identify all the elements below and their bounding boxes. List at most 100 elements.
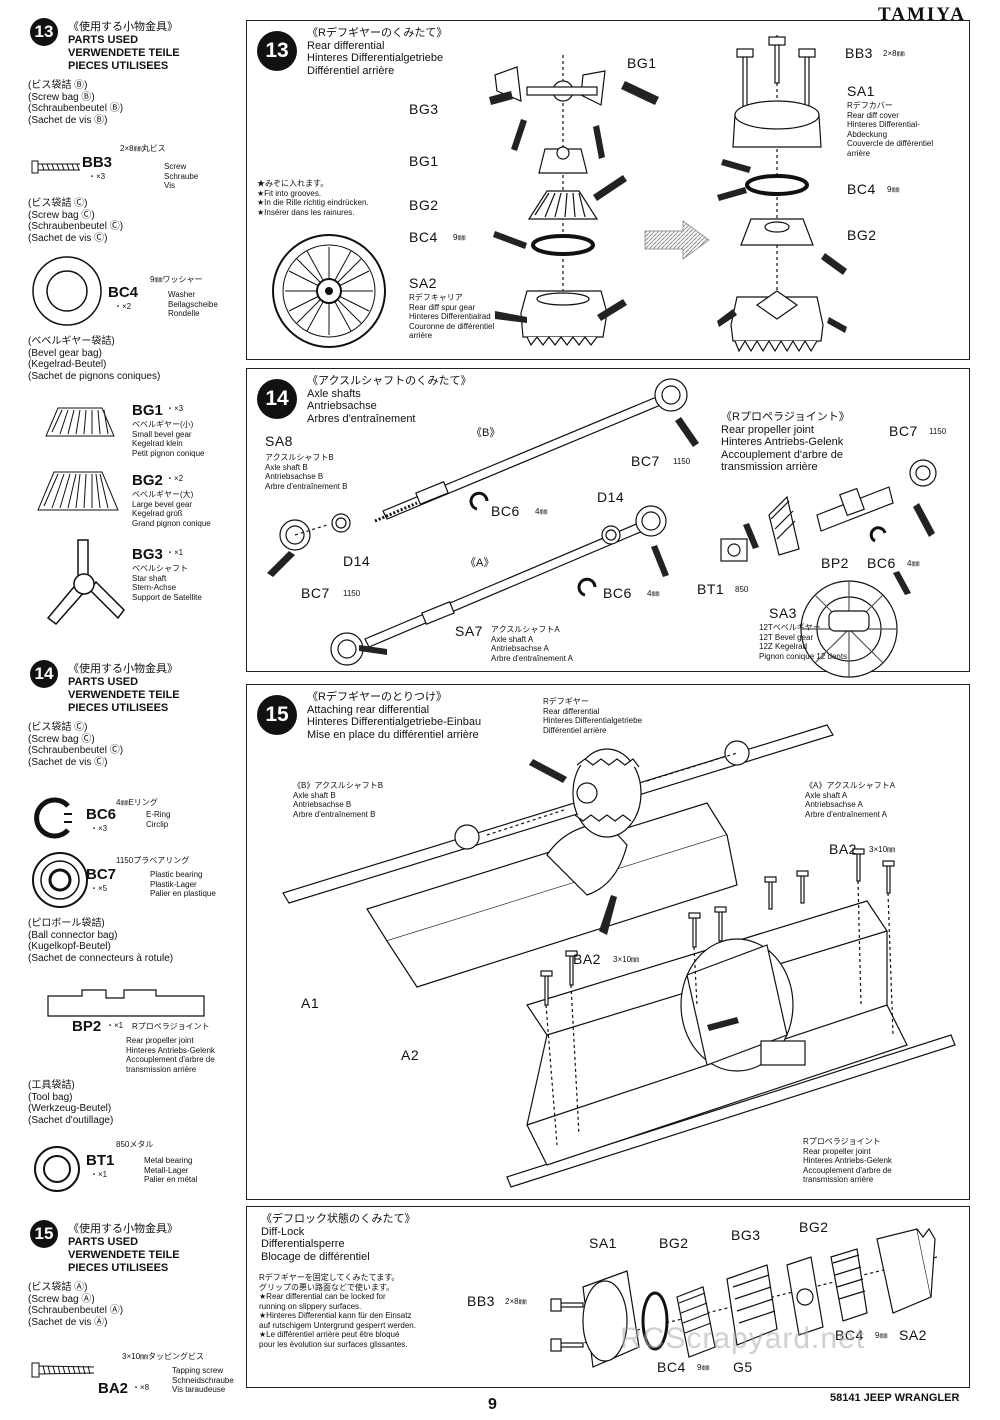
large-bevel-gear-icon	[37, 471, 119, 511]
label-size: 3×10㎜	[869, 845, 896, 854]
label-bg1: BG1	[627, 55, 657, 71]
label-bb3: BB3	[467, 1293, 495, 1309]
axle-shafts-drawing	[267, 378, 699, 666]
label-bt1: BT1	[697, 581, 725, 597]
plastic-bearing-icon	[32, 852, 88, 908]
part-qty: ・×2	[166, 474, 184, 483]
label-size: 9㎜	[887, 185, 900, 194]
step-title: 《Rデフギヤーのとりつけ》Attaching rear differential…	[307, 691, 482, 741]
step-number: 14	[30, 660, 58, 688]
label-bc6: BC6	[867, 555, 896, 571]
label-size: 4㎜	[535, 507, 548, 516]
bag-label: (ベベルギヤー袋詰)(Bevel gear bag)(Kegelrad-Beut…	[28, 336, 161, 382]
small-bevel-gear-icon	[45, 407, 115, 437]
label-size: 850	[735, 585, 749, 594]
label-a: 《A》	[465, 557, 495, 569]
label-bc4: BC4	[409, 229, 438, 245]
diff-assembled-drawing	[272, 234, 386, 348]
label-d14: D14	[597, 489, 625, 505]
label-size: 3×10㎜	[613, 955, 640, 964]
label-size: 9㎜	[875, 1331, 888, 1340]
label-bc4: BC4	[657, 1359, 686, 1375]
part-size: 4㎜Eリング	[116, 798, 158, 807]
label-sa8: SA8	[265, 433, 293, 449]
label-d14: D14	[343, 553, 371, 569]
step-number: 13	[257, 31, 297, 71]
label-bg2: BG2	[799, 1219, 829, 1235]
bag-label: (ピロボール袋詰)(Ball connector bag)(Kugelkopf-…	[28, 918, 174, 964]
label-sa7: SA7	[455, 623, 483, 639]
label-size: 4㎜	[907, 559, 920, 568]
tapping-screw-icon	[31, 1362, 95, 1378]
part-qty: ・×1	[166, 548, 184, 557]
propeller-joint-drawing	[720, 459, 937, 678]
label-a1: A1	[301, 995, 320, 1011]
parts-jp-heading: 《使用する小物金具》	[68, 1223, 178, 1235]
label-size: 9㎜	[697, 1363, 710, 1372]
part-size: 9㎜ワッシャー	[150, 275, 203, 284]
label-bb3: BB3	[845, 45, 873, 61]
watermark-text: RCScrapyard.net	[620, 1322, 866, 1355]
propeller-joint-icon	[47, 989, 205, 1017]
washer-icon	[32, 256, 102, 326]
step-number: 13	[30, 18, 58, 46]
part-qty: ・×3	[90, 824, 108, 833]
bag-label: (ビス袋詰 Ⓑ)(Screw bag Ⓑ)(Schraubenbeutel Ⓑ)…	[28, 80, 124, 126]
e-ring-icon	[34, 797, 72, 839]
bag-label: (ビス袋詰 Ⓒ)(Screw bag Ⓒ)(Schraubenbeutel Ⓒ)…	[28, 722, 124, 768]
part-code-bg1: BG1	[132, 402, 163, 419]
label-bc4: BC4	[847, 181, 876, 197]
label-g5: G5	[733, 1359, 753, 1375]
part-code-bt1: BT1	[86, 1152, 115, 1169]
part-size: 3×10㎜タッピングビス	[122, 1352, 205, 1361]
screw-icon	[31, 160, 80, 174]
label-bp2: BP2	[821, 555, 849, 571]
part-qty: ・×3	[166, 404, 184, 413]
difflock-note: Rデフギヤーを固定してくみたてます。グリップの悪い路面などで使います。★Rear…	[259, 1273, 416, 1349]
diff-exploded-drawing	[489, 55, 659, 347]
label-sa1: SA1	[847, 83, 875, 99]
diff-cover-drawing	[717, 35, 847, 353]
label-ba2: BA2	[829, 841, 857, 857]
label-size: 1150	[673, 457, 691, 466]
label-sa3: SA3	[769, 605, 797, 621]
label-bc7: BC7	[631, 453, 660, 469]
label-bg2: BG2	[409, 197, 439, 213]
part-code-bc6: BC6	[86, 806, 117, 823]
label-bc6: BC6	[603, 585, 632, 601]
label-b: 《B》	[471, 427, 501, 439]
model-name: 58141 JEEP WRANGLER	[830, 1392, 960, 1404]
part-code-bb3: BB3	[82, 154, 113, 171]
label-size: 2×8㎜	[505, 1297, 527, 1306]
part-size: 2×8㎜丸ビス	[120, 144, 166, 153]
label-size: 1150	[929, 427, 947, 436]
part-code-ba2: BA2	[98, 1380, 129, 1397]
part-qty: ・×8	[132, 1383, 150, 1392]
part-qty: ・×3	[88, 172, 106, 181]
label-size: 1150	[343, 589, 361, 598]
label-bg2: BG2	[659, 1235, 689, 1251]
bag-label: (ビス袋詰 Ⓒ)(Screw bag Ⓒ)(Schraubenbeutel Ⓒ)…	[28, 198, 124, 244]
part-code-bp2: BP2	[72, 1018, 102, 1035]
axle-housing-drawing	[282, 724, 956, 1188]
parts-jp-heading: 《使用する小物金具》	[68, 21, 178, 33]
step-number: 15	[30, 1220, 58, 1248]
